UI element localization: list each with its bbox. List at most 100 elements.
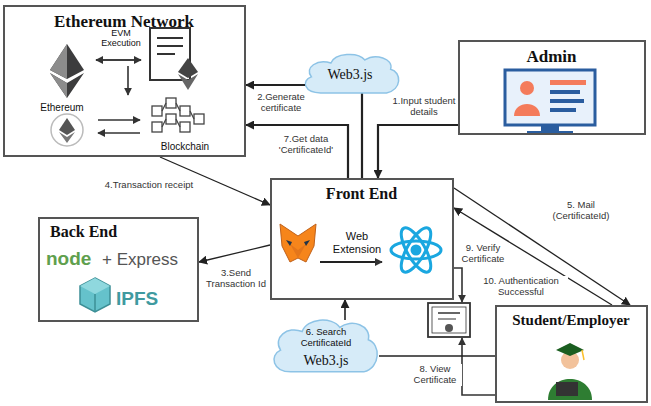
react-logo — [391, 224, 441, 276]
cloud-node: 6. Search CertificateIdWeb3.js — [268, 314, 382, 376]
step-label: 8. View Certificate — [408, 364, 462, 386]
svg-polygon — [80, 278, 110, 312]
svg-ellipse — [396, 224, 437, 276]
connector-arrow — [344, 300, 346, 320]
svg-rect — [180, 106, 190, 116]
edge-label: 9. Verify Certificate — [456, 243, 510, 265]
svg-line — [157, 45, 183, 47]
connector-arrow — [454, 188, 630, 305]
svg-polygon — [556, 343, 584, 356]
svg-circle — [412, 246, 420, 254]
connector-arrow — [246, 125, 348, 178]
svg-circle — [51, 114, 83, 146]
node-text: IPFS — [116, 288, 190, 310]
svg-rect — [550, 108, 576, 112]
node-text: Web3.js — [284, 353, 368, 369]
svg-line — [157, 37, 183, 39]
svg-line — [190, 111, 194, 119]
process-box: Back End node+ ExpressIPFS — [38, 217, 199, 322]
svg-polygon — [59, 132, 75, 143]
ethereum-coin — [51, 114, 83, 146]
svg-rect — [428, 303, 470, 337]
svg-line — [582, 350, 584, 360]
svg-line — [438, 319, 456, 320]
connector-arrow — [454, 208, 612, 305]
connector-arrow — [379, 355, 495, 357]
svg-line — [96, 59, 141, 61]
svg-line — [438, 312, 460, 314]
admin-monitor — [505, 70, 595, 134]
svg-polygon — [50, 73, 84, 98]
svg-line — [94, 294, 96, 312]
svg-line — [157, 53, 175, 55]
node-title: 6. Search CertificateId — [286, 327, 366, 349]
svg-polygon — [304, 240, 310, 246]
step-label: 10. Authentication Successful — [474, 276, 568, 298]
process-box: Front EndWeb Extension — [270, 178, 454, 300]
node-text: + Express — [102, 250, 196, 270]
svg-line — [162, 119, 166, 127]
svg-path — [514, 104, 540, 116]
smart-contract-icon — [150, 28, 198, 90]
connector-arrow — [246, 85, 362, 178]
svg-line — [96, 59, 141, 61]
svg-circle — [445, 324, 453, 332]
svg-circle — [520, 81, 534, 95]
svg-rect — [432, 307, 466, 333]
node-text: node — [46, 248, 104, 270]
svg-path — [274, 320, 377, 372]
svg-path — [548, 379, 592, 400]
svg-polygon — [59, 118, 75, 135]
node-title: Back End — [50, 223, 190, 241]
evm-arrows — [96, 60, 141, 133]
process-box: Admin — [458, 40, 646, 135]
cloud-node: Web3.js — [300, 50, 403, 96]
metamask-fox — [280, 224, 316, 262]
svg-line — [320, 261, 382, 263]
blockchain-cubes — [152, 98, 204, 132]
svg-polygon — [290, 244, 306, 258]
svg-polygon — [50, 73, 67, 98]
node-title: Student/Employer — [497, 312, 645, 329]
ethereum-logo — [50, 44, 84, 98]
node-title: Front End — [272, 185, 451, 203]
node-text: Ethereum — [27, 102, 97, 114]
svg-polygon — [280, 224, 316, 262]
ipfs-cube — [80, 278, 110, 312]
process-box: Ethereum NetworkEVM ExecutionEthereumBlo… — [3, 5, 246, 157]
edge-label: 2.Generate certificate — [252, 92, 310, 114]
svg-polygon — [286, 240, 292, 246]
svg-line — [176, 103, 180, 111]
svg-line — [176, 119, 180, 127]
connector-arrow — [199, 245, 270, 262]
edge-label: 7.Get data 'CertificateId' — [266, 134, 346, 156]
svg-polygon — [80, 278, 110, 294]
svg-polygon — [178, 58, 198, 78]
svg-polyline — [453, 268, 462, 302]
node-title: Web3.js — [300, 67, 400, 83]
edge-label: 5. Mail (CertificateId) — [540, 200, 622, 222]
web-extension-arrow — [320, 261, 382, 263]
node-text: Blockchain — [143, 141, 227, 153]
node-text: EVM Execution — [94, 28, 148, 49]
certificate-icon — [428, 303, 470, 337]
graduate-figure — [548, 343, 592, 400]
edge-label: 1.Input student details — [391, 96, 457, 118]
svg-rect — [505, 70, 595, 125]
svg-ellipse — [391, 241, 441, 259]
svg-rect — [180, 122, 190, 132]
node-text: Web Extension — [326, 230, 388, 255]
svg-rect — [556, 382, 578, 396]
svg-polygon — [178, 74, 198, 90]
svg-line — [127, 66, 129, 95]
svg-polygon — [50, 44, 67, 79]
edge-label: 4.Transaction receipt — [92, 180, 206, 191]
svg-rect — [550, 80, 586, 85]
svg-rect — [550, 99, 584, 103]
node-title: Admin — [460, 47, 643, 67]
svg-rect — [152, 122, 162, 132]
svg-line — [162, 103, 166, 111]
connector-arrow — [378, 125, 458, 178]
svg-line — [98, 119, 140, 121]
